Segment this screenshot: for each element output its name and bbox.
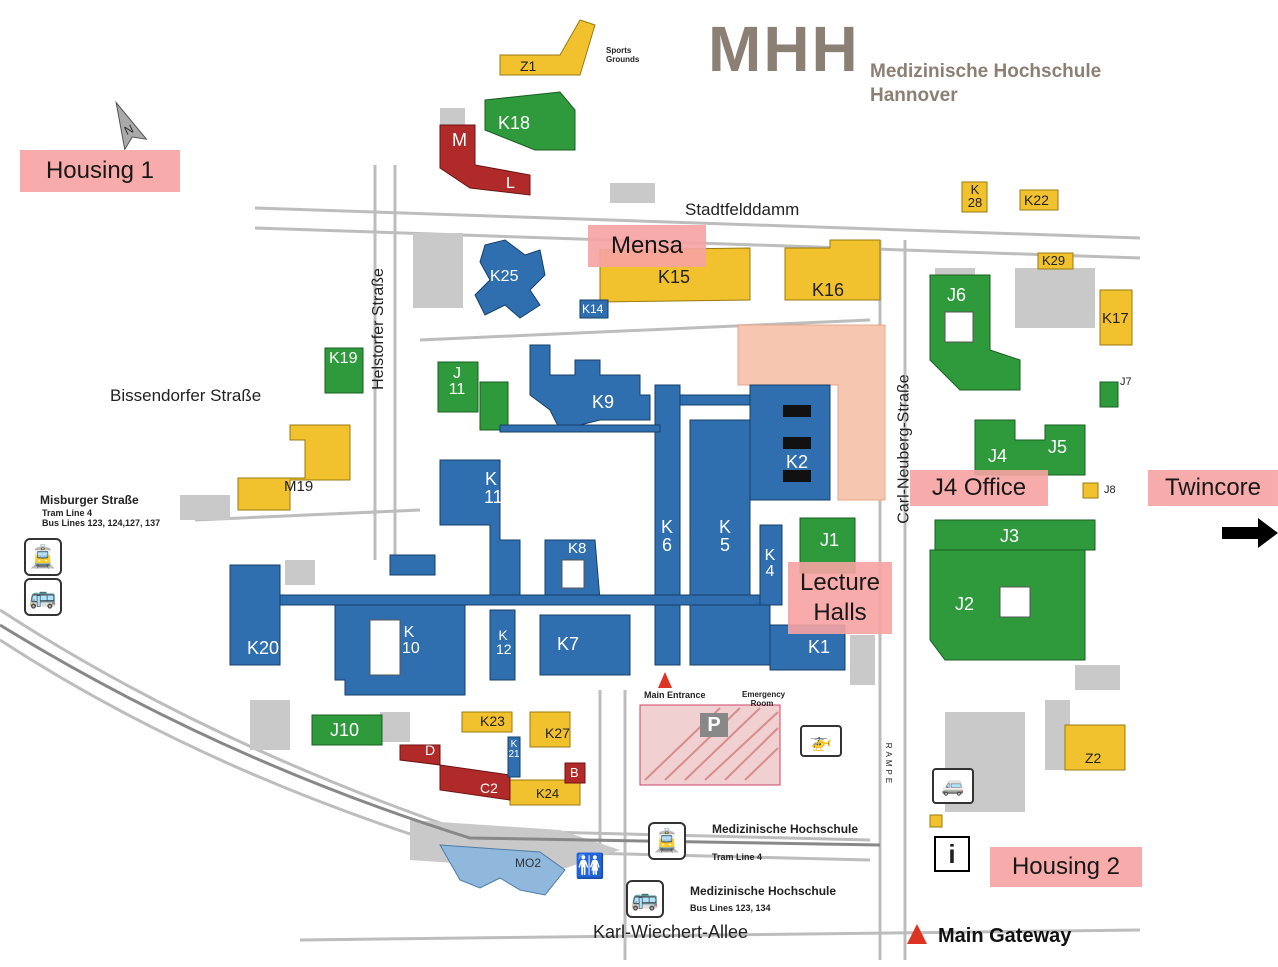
stop-misburger-line1: Tram Line 4	[42, 508, 93, 518]
building-b[interactable]: B	[570, 765, 579, 780]
parking-letter: P	[707, 714, 721, 736]
building-k28[interactable]: K 28	[967, 182, 983, 210]
label-twincore[interactable]: Twincore	[1148, 470, 1278, 506]
building-l[interactable]: L	[506, 175, 515, 192]
stop-mhh-bus-title: Medizinische Hochschule	[690, 884, 837, 898]
building-mo2[interactable]: MO2	[515, 856, 542, 870]
street-helstorfer: Helstorfer Straße	[369, 268, 387, 390]
building-z1[interactable]: Z1	[520, 58, 537, 74]
label-mensa[interactable]: Mensa	[588, 225, 706, 267]
building-k4[interactable]: K 4	[764, 547, 776, 580]
building-k2[interactable]: K2	[786, 452, 809, 472]
main-gateway-label: Main Gateway	[938, 925, 1072, 947]
building-m19[interactable]: M19	[284, 478, 314, 495]
building-mo2[interactable]	[439, 844, 566, 896]
building-k24[interactable]: K24	[536, 786, 560, 801]
building-j2[interactable]: J2	[955, 594, 975, 614]
building-m[interactable]: M	[452, 130, 467, 150]
stop-mhh-tram-title: Medizinische Hochschule	[712, 822, 859, 836]
brand-name-line1: Medizinische Hochschule	[870, 61, 1102, 82]
toilet-icon[interactable]: 🚻	[575, 853, 605, 880]
building-k1[interactable]: K1	[808, 637, 831, 657]
street-carl-neuberg: Carl-Neuberg-Straße	[895, 374, 913, 524]
building-j7[interactable]: J7	[1120, 376, 1132, 388]
building-k12[interactable]: K 12	[496, 627, 512, 657]
building-k19[interactable]: K19	[329, 350, 358, 367]
bus-icon[interactable]: 🚌	[626, 880, 664, 918]
building-k22[interactable]: K22	[1024, 192, 1049, 208]
tram-track	[0, 623, 881, 847]
building-j1[interactable]: J1	[820, 530, 840, 550]
main-entrance-label: Main Entrance	[644, 690, 706, 700]
stop-mhh-tram-sub: Tram Line 4	[712, 852, 763, 862]
building-k17[interactable]: K17	[1102, 310, 1129, 327]
building-j5[interactable]: J5	[1048, 437, 1068, 457]
arrow-right-icon	[1222, 518, 1278, 548]
helicopter-icon[interactable]: 🚁	[800, 725, 842, 757]
emergency-room-label: Emergency Room	[742, 690, 786, 708]
info-icon[interactable]: i	[934, 836, 970, 872]
building-c2[interactable]: C2	[480, 780, 498, 796]
building-k27[interactable]: K27	[545, 725, 570, 741]
label-housing1[interactable]: Housing 1	[20, 150, 180, 192]
sports-grounds: Sports Grounds	[606, 46, 640, 64]
stop-misburger-line2: Bus Lines 123, 124,127, 137	[42, 518, 161, 528]
building-j4[interactable]: J4	[988, 446, 1008, 466]
building-k11[interactable]: K 11	[484, 469, 503, 507]
building-j8[interactable]: J8	[1104, 484, 1116, 496]
building-k23[interactable]: K23	[480, 713, 505, 729]
tram-icon[interactable]: 🚊	[24, 538, 62, 576]
bus-icon[interactable]: 🚌	[24, 578, 62, 616]
street-karl-wiechert: Karl-Wiechert-Allee	[593, 922, 749, 942]
stop-misburger-title: Misburger Straße	[40, 493, 139, 507]
label-j4-office[interactable]: J4 Office	[910, 470, 1048, 506]
building-k8[interactable]: K8	[568, 540, 587, 557]
building-k21[interactable]: K 21	[508, 739, 520, 760]
tram-icon[interactable]: 🚊	[648, 822, 686, 860]
building-k18[interactable]: K18	[498, 113, 531, 133]
building-k29[interactable]: K29	[1042, 253, 1066, 268]
building-k14[interactable]: K14	[582, 302, 604, 316]
building-j10[interactable]: J10	[330, 720, 360, 740]
brand-name-line2: Hannover	[870, 85, 958, 106]
building-k5[interactable]: K 5	[718, 517, 731, 555]
building-j6[interactable]: J6	[947, 285, 967, 305]
building-k15[interactable]: K15	[658, 267, 691, 287]
mhh-logo: MHH	[708, 13, 860, 85]
building-k25[interactable]: K25	[490, 268, 519, 285]
building-k10[interactable]: K 10	[402, 624, 420, 657]
parking-icon[interactable]	[700, 713, 728, 737]
building-k6[interactable]: K 6	[660, 517, 673, 555]
rampe-label: RAMPE	[884, 742, 894, 787]
building-z2[interactable]: Z2	[1085, 750, 1102, 766]
street-stadtfelddamm: Stadtfelddamm	[685, 200, 800, 219]
label-lecture-halls[interactable]: Lecture Halls	[788, 562, 892, 634]
compass-icon: N	[115, 100, 148, 151]
building-k20[interactable]: K20	[247, 638, 280, 658]
buildings-red[interactable]	[399, 124, 586, 801]
stop-mhh-bus-sub: Bus Lines 123, 134	[690, 903, 771, 913]
camper-icon[interactable]: 🚐	[932, 768, 974, 804]
building-k7[interactable]: K7	[557, 634, 580, 654]
building-d[interactable]: D	[425, 742, 436, 758]
brand-name: Medizinische Hochschule Hannover	[870, 60, 1101, 108]
buildings-green[interactable]	[311, 91, 1119, 746]
label-housing2[interactable]: Housing 2	[990, 847, 1142, 887]
street-bissendorfer: Bissendorfer Straße	[110, 386, 262, 405]
buildings-yellow[interactable]	[237, 19, 1133, 828]
reserved-area	[737, 324, 886, 501]
building-j3[interactable]: J3	[1000, 526, 1020, 546]
building-k16[interactable]: K16	[812, 280, 845, 300]
building-j11[interactable]: J 11	[448, 365, 466, 398]
building-k9[interactable]: K9	[592, 392, 615, 412]
